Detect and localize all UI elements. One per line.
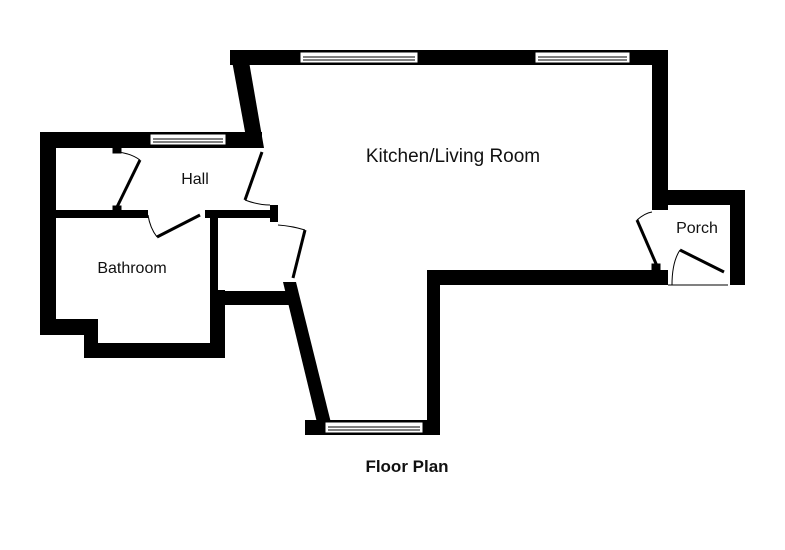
door-porch-outer	[671, 248, 725, 286]
wall-closet-left	[210, 212, 218, 297]
window-bottom	[324, 421, 424, 434]
door-hall-cupboard	[112, 147, 142, 212]
window-top-right	[534, 51, 631, 64]
room-label-hall: Hall	[181, 171, 209, 188]
wall-inner-right	[427, 270, 440, 435]
wall-porch-right	[730, 190, 745, 285]
wall-left	[40, 132, 56, 335]
window-hall	[149, 133, 227, 146]
room-label-porch: Porch	[676, 220, 718, 237]
wall-bath-bottom	[84, 343, 225, 358]
wall-slanted-upper	[230, 50, 264, 148]
wall-inner-horizontal	[427, 270, 668, 285]
doors	[112, 147, 725, 286]
door-bathroom	[147, 213, 201, 239]
wall-bath-step	[40, 319, 98, 335]
walls	[40, 50, 745, 435]
door-closet	[277, 224, 307, 279]
door-porch-inner	[635, 211, 661, 273]
windows	[149, 51, 728, 434]
floor-plan-title: Floor Plan	[365, 457, 449, 476]
wall-slanted-lower	[283, 282, 334, 435]
room-label-kitchen-living: Kitchen/Living Room	[365, 146, 541, 167]
room-label-bathroom: Bathroom	[97, 260, 167, 277]
window-top-left	[299, 51, 419, 64]
wall-hall-closet	[205, 210, 271, 218]
wall-bath-right	[210, 290, 225, 358]
wall-hall-bath	[56, 210, 148, 218]
wall-porch-top	[652, 190, 745, 205]
wall-closet-bottom	[218, 291, 290, 305]
door-hall-kitchen	[243, 151, 271, 206]
wall-right	[652, 50, 668, 210]
